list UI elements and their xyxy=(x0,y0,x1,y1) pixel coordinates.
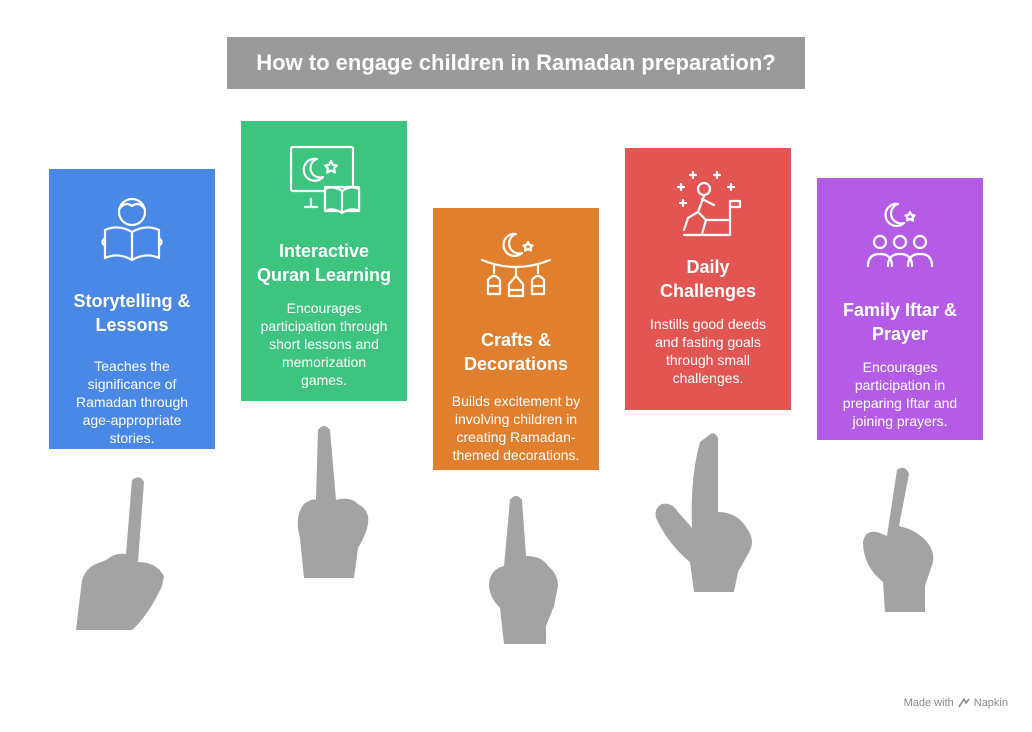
card-title-line: Challenges xyxy=(659,281,757,301)
card-desc-line: joining prayers. xyxy=(852,413,948,429)
card-title-line: Daily xyxy=(686,257,730,277)
card-desc-line: involving children in xyxy=(454,411,578,427)
card-desc-line: themed decorations. xyxy=(452,447,580,463)
card-desc-line: challenges. xyxy=(672,370,744,386)
napkin-logo-icon xyxy=(958,698,970,708)
child-reading-book-icon xyxy=(101,197,163,262)
pointing-hand-icon xyxy=(297,426,369,578)
card-desc-line: preparing Iftar and xyxy=(842,395,958,411)
moon-family-icon xyxy=(866,202,934,268)
pointing-hand-icon xyxy=(655,433,752,592)
watermark: Made with Napkin xyxy=(904,697,1008,709)
card-desc-line: Encourages xyxy=(286,300,362,316)
pointing-hand-icon xyxy=(76,477,164,630)
card-desc-line: memorization xyxy=(281,354,367,370)
page-title: How to engage children in Ramadan prepar… xyxy=(227,37,805,89)
card-storytelling: Storytelling & Lessons Teaches the signi… xyxy=(49,169,215,449)
card-desc-line: short lessons and xyxy=(269,336,379,352)
card-title-line: Prayer xyxy=(871,324,929,344)
moon-lanterns-icon xyxy=(480,232,552,298)
person-climbing-icon xyxy=(676,170,742,237)
card-desc-line: participation through xyxy=(260,318,388,334)
card-desc-line: Encourages xyxy=(862,359,938,375)
card-desc-line: games. xyxy=(301,372,347,388)
card-title-line: Interactive xyxy=(278,241,370,261)
card-title-line: Quran Learning xyxy=(256,265,391,285)
card-desc-line: significance of xyxy=(87,376,177,392)
card-title-line: Decorations xyxy=(463,354,569,374)
card-title-line: Crafts & xyxy=(480,330,551,350)
card-title-line: Family Iftar & xyxy=(842,300,958,320)
card-family-iftar: Family Iftar & Prayer Encourages partici… xyxy=(817,178,983,440)
card-desc-line: creating Ramadan- xyxy=(456,429,576,445)
card-desc-line: participation in xyxy=(854,377,946,393)
pointing-hand-icon xyxy=(489,496,558,644)
card-desc-line: Builds excitement by xyxy=(451,393,581,409)
card-desc-line: Ramadan through xyxy=(75,394,189,410)
card-daily-challenges: Daily Challenges Instills good deeds and… xyxy=(625,148,791,410)
card-quran-learning: Interactive Quran Learning Encourages pa… xyxy=(241,121,407,401)
card-title-line: Storytelling & xyxy=(73,291,191,311)
card-desc-line: through small xyxy=(665,352,751,368)
card-desc-line: age-appropriate xyxy=(82,412,182,428)
screen-moon-book-icon xyxy=(289,145,361,215)
card-desc-line: Instills good deeds xyxy=(650,316,766,332)
watermark-brand: Napkin xyxy=(973,697,1008,709)
card-title-line: Lessons xyxy=(95,315,169,335)
card-desc-line: Teaches the xyxy=(94,358,170,374)
card-crafts-decorations: Crafts & Decorations Builds excitement b… xyxy=(433,208,599,470)
card-desc-line: stories. xyxy=(109,430,155,446)
card-desc-line: and fasting goals xyxy=(655,334,761,350)
pointing-hand-icon xyxy=(863,467,934,612)
watermark-prefix: Made with xyxy=(903,697,954,709)
